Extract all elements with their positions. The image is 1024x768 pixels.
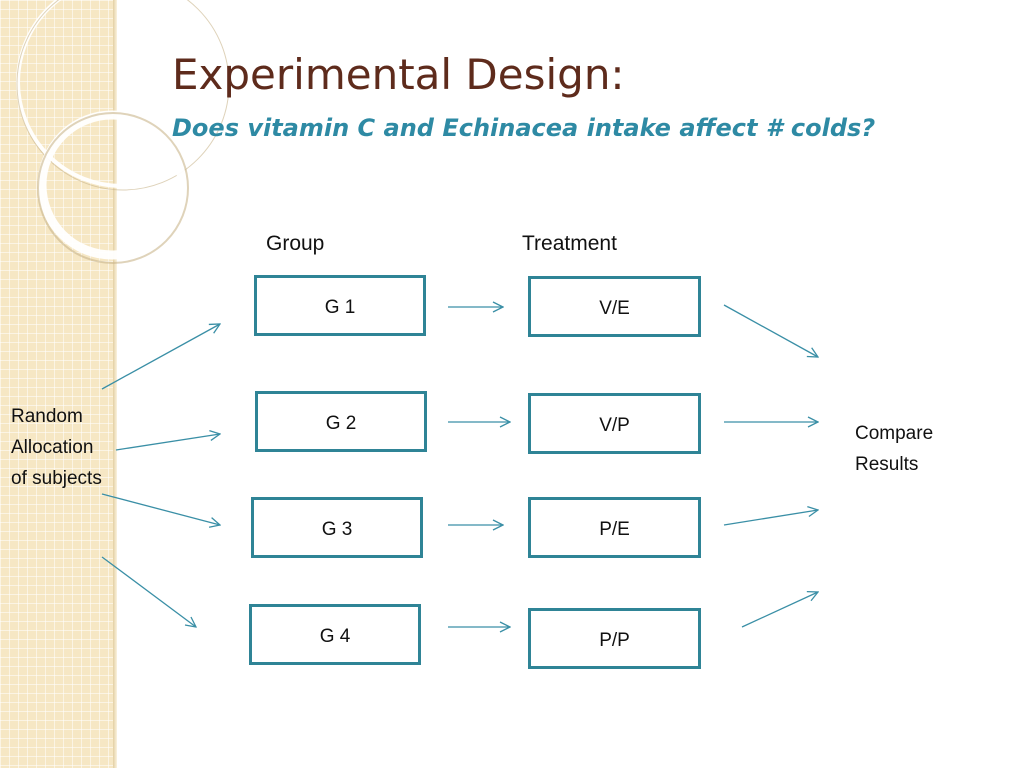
allocation-arrow-g2 (115, 434, 220, 451)
allocation-line: of subjects (11, 468, 102, 489)
group-box-g3: G 3 (251, 497, 423, 558)
large-ring (16, 0, 228, 188)
treatment-box-ve: V/E (528, 276, 701, 337)
small-ring (37, 110, 187, 260)
group-box-g2: G 2 (255, 391, 427, 452)
allocation-arrow-g3 (101, 493, 220, 525)
treatment-to-results-arrow-1 (723, 304, 818, 357)
result-line: Results (855, 454, 919, 475)
group-box-g1: G 1 (254, 275, 426, 336)
result-line: Compare (855, 423, 934, 444)
large-ring-shadow (16, 0, 230, 191)
slide-title: Experimental Design: (172, 50, 625, 99)
allocation-line: Allocation (11, 437, 94, 458)
allocation-arrow-g4 (101, 556, 196, 627)
treatment-box-pe: P/E (528, 497, 701, 558)
allocation-line: Random (11, 406, 83, 427)
allocation-label: Random Allocation of subjects (11, 401, 102, 494)
treatment-header: Treatment (522, 232, 617, 255)
group-box-g4: G 4 (249, 604, 421, 665)
group-header: Group (266, 232, 325, 255)
slide-subtitle: Does vitamin C and Echinacea intake affe… (172, 114, 876, 142)
sidebar-edge (113, 0, 117, 768)
decorative-sidebar (0, 0, 113, 768)
treatment-to-results-arrow-4 (741, 592, 818, 628)
decorative-rings (16, 0, 230, 264)
small-ring-shadow (37, 112, 189, 264)
treatment-box-vp: V/P (528, 393, 701, 454)
compare-results-label: Compare Results (855, 418, 933, 480)
treatment-box-pp: P/P (528, 608, 701, 669)
treatment-to-results-arrow-3 (723, 510, 818, 526)
allocation-arrow-g1 (101, 324, 220, 390)
